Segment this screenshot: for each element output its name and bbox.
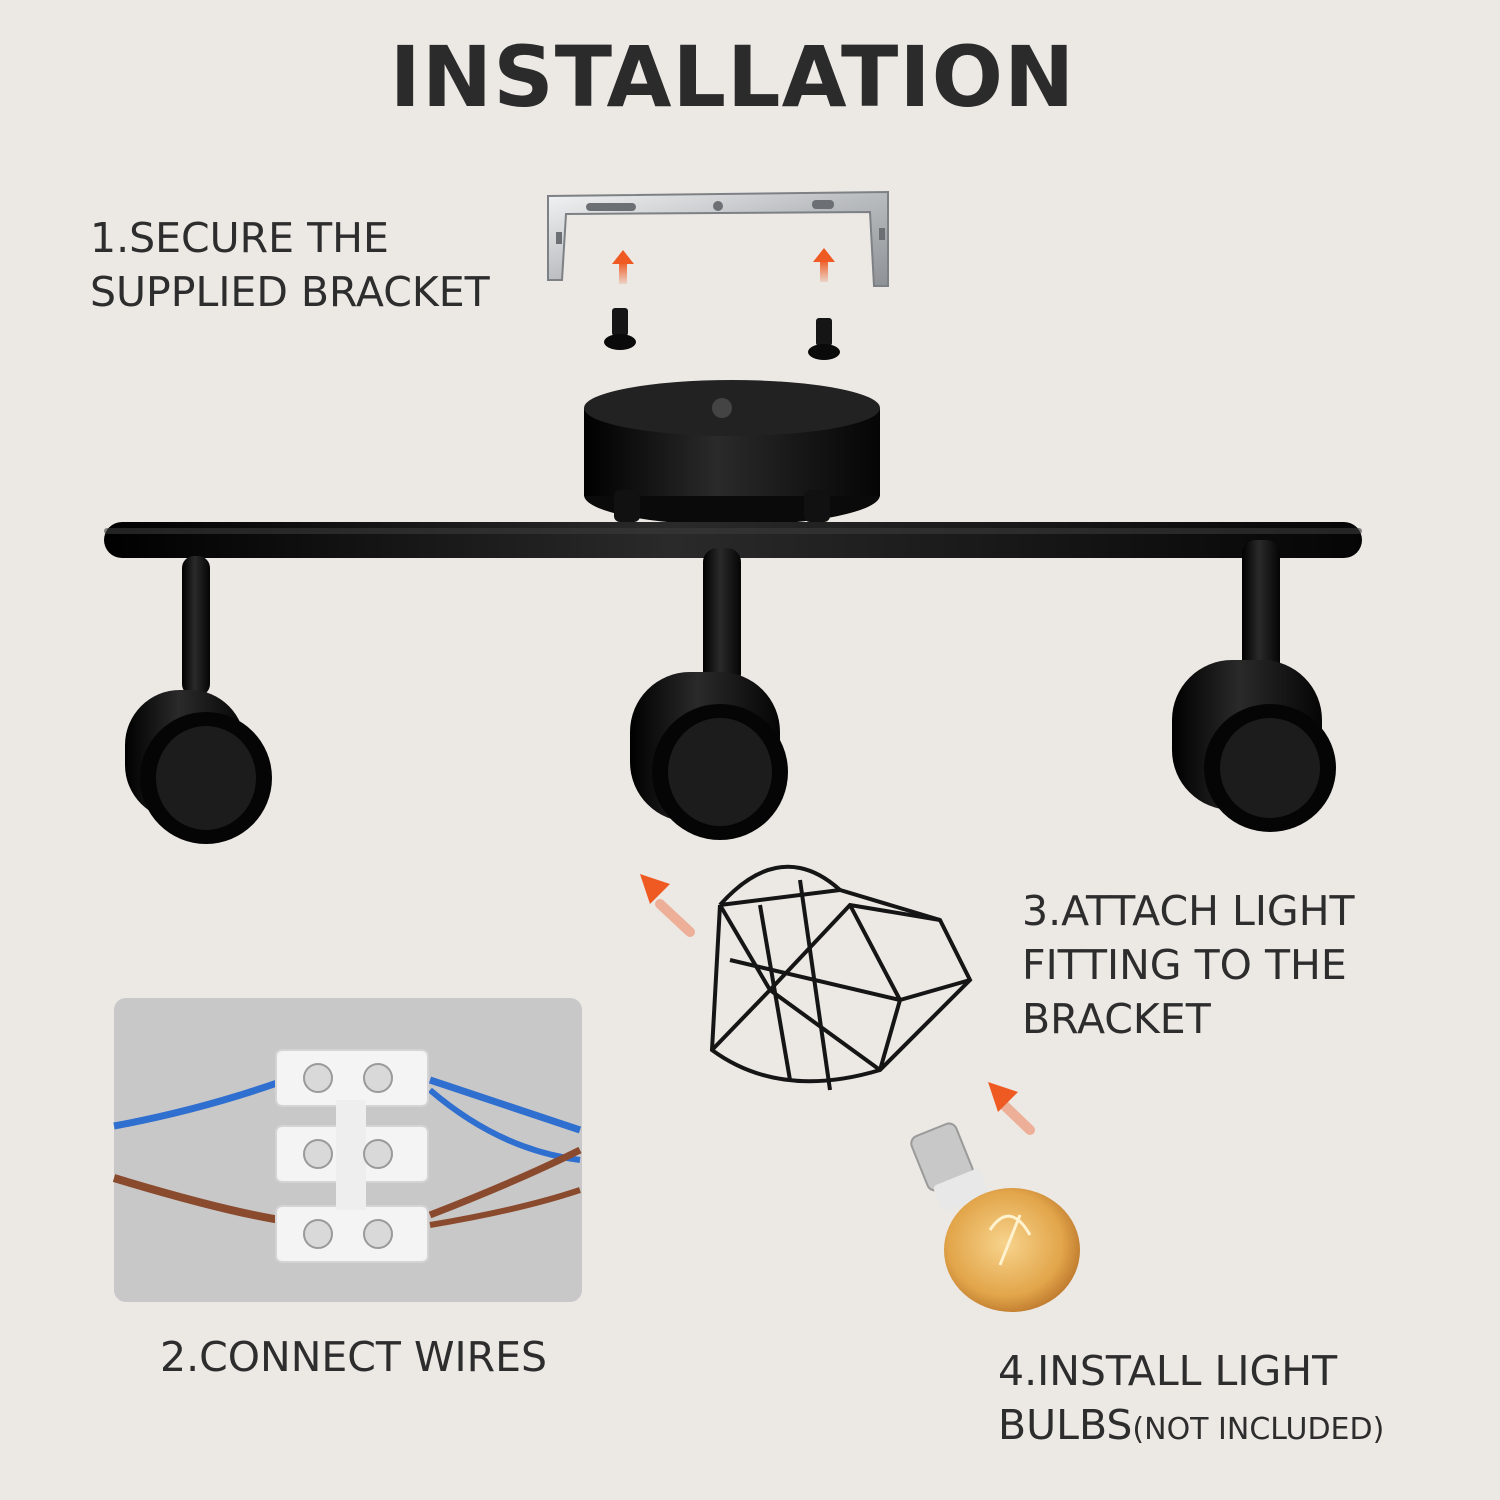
step-3-line-2: FITTING TO THE [1022,941,1347,989]
step-3-line-1: 3.ATTACH LIGHT [1022,887,1355,935]
step-4-caption: 4.INSTALL LIGHT BULBS(NOT INCLUDED) [998,1344,1384,1457]
step-3-caption: 3.ATTACH LIGHT FITTING TO THE BRACKET [1022,884,1355,1046]
page-title: INSTALLATION [389,28,1076,126]
step-1-caption: 1.SECURE THE SUPPLIED BRACKET [90,211,490,319]
spotlight-left [125,556,272,844]
step-4-bulbs-word: BULBS [998,1401,1133,1449]
mounting-bracket [547,190,889,287]
step-1-line-1: 1.SECURE THE [90,214,389,262]
step-4-line-1: 4.INSTALL LIGHT [998,1347,1338,1395]
step-4-line-2: BULBS(NOT INCLUDED) [998,1398,1384,1457]
shade-arrow-icon [640,874,695,937]
spotlight-middle [630,548,788,840]
light-bulb-icon [910,1122,1080,1312]
track-bar [104,522,1362,558]
screw-icons [604,308,840,360]
step-3-line-3: BRACKET [1022,995,1211,1043]
spotlight-right [1172,540,1336,832]
step-2-line-1: 2.CONNECT WIRES [160,1333,548,1381]
cage-shade-icon [709,864,973,1091]
step-1-line-2: SUPPLIED BRACKET [90,268,490,316]
wire-connection-photo [112,998,582,1302]
bulb-arrow-icon [988,1082,1035,1135]
step-2-caption: 2.CONNECT WIRES [160,1330,547,1384]
bracket-arrow-icons [612,248,835,284]
ceiling-plate [584,380,880,525]
step-4-note: (NOT INCLUDED) [1132,1412,1385,1447]
